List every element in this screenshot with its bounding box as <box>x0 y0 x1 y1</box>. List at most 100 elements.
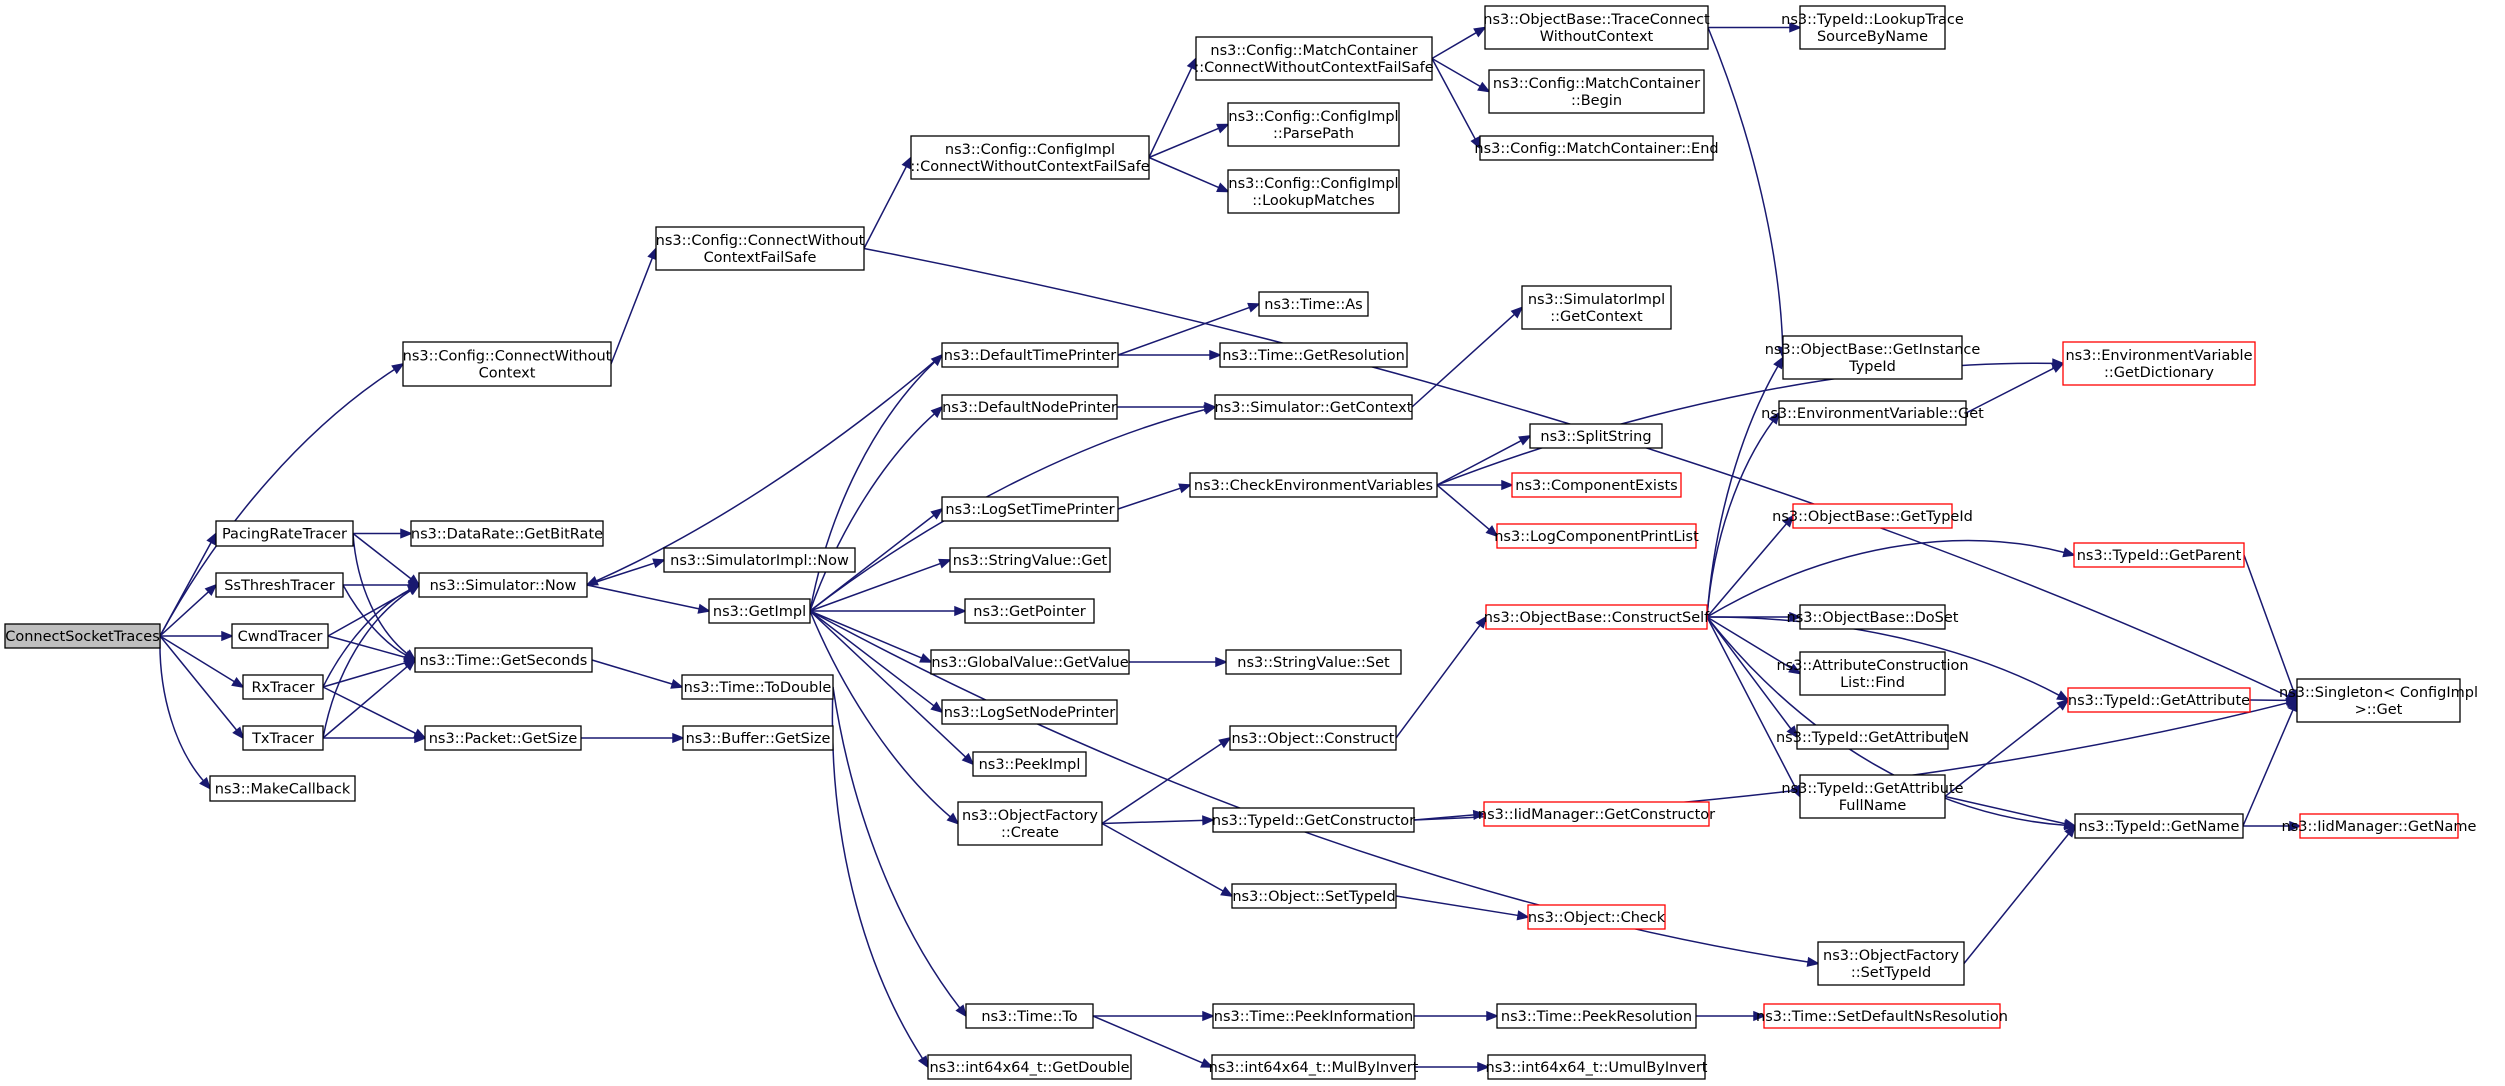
node-box <box>2062 341 2256 386</box>
node-box <box>414 647 593 673</box>
node-ofCreate[interactable]: ns3::ObjectFactory::Create <box>957 801 1103 846</box>
node-box <box>215 572 344 598</box>
node-envDict[interactable]: ns3::EnvironmentVariable::GetDictionary <box>2062 341 2256 386</box>
node-logSetTimePrinter[interactable]: ns3::LogSetTimePrinter <box>941 496 1119 522</box>
node-simGetContext[interactable]: ns3::Simulator::GetContext <box>1214 394 1413 420</box>
node-lookupMatches[interactable]: ns3::Config::ConfigImpl::LookupMatches <box>1227 169 1400 214</box>
node-bufGetSize[interactable]: ns3::Buffer::GetSize <box>682 725 834 751</box>
node-label: ns3::LogSetNodePrinter <box>944 705 1116 721</box>
node-box <box>2296 678 2461 723</box>
node-peekInfo[interactable]: ns3::Time::PeekInformation <box>1212 1003 1415 1029</box>
node-getAttrN[interactable]: ns3::TypeId::GetAttributeN <box>1776 724 1969 750</box>
node-doSet[interactable]: ns3::ObjectBase::DoSet <box>1787 604 1959 630</box>
node-setDefRes[interactable]: ns3::Time::SetDefaultNsResolution <box>1756 1003 2008 1029</box>
node-mcEnd[interactable]: ns3::Config::MatchContainer::End <box>1474 135 1719 161</box>
call-edge <box>322 583 421 739</box>
node-cwnd[interactable]: CwndTracer <box>231 623 329 649</box>
node-makeCb[interactable]: ns3::MakeCallback <box>209 775 356 802</box>
call-edge <box>1414 1061 1491 1073</box>
node-mulByInvert[interactable]: ns3::int64x64_t::MulByInvert <box>1209 1054 1419 1080</box>
node-iidGetCtor[interactable]: ns3::IidManager::GetConstructor <box>1478 801 1715 827</box>
node-strValSet[interactable]: ns3::StringValue::Set <box>1225 649 1402 675</box>
node-label: ns3::Object::Construct <box>1232 731 1395 747</box>
node-timeAs[interactable]: ns3::Time::As <box>1258 291 1369 317</box>
node-i64GetDouble[interactable]: ns3::int64x64_t::GetDouble <box>927 1054 1132 1080</box>
node-tidGetParent[interactable]: ns3::TypeId::GetParent <box>2073 542 2245 568</box>
node-mcBegin[interactable]: ns3::Config::MatchContainer::Begin <box>1488 69 1705 114</box>
node-tx[interactable]: TxTracer <box>242 725 324 751</box>
call-edge <box>1706 616 2070 701</box>
node-objCheck[interactable]: ns3::Object::Check <box>1527 904 1666 930</box>
node-envGet[interactable]: ns3::EnvironmentVariable::Get <box>1761 400 1984 426</box>
node-ssthresh[interactable]: SsThreshTracer <box>215 572 344 598</box>
node-label: ns3::Time::ToDouble <box>684 680 832 696</box>
call-edge <box>809 507 944 612</box>
node-tidGetAttr[interactable]: ns3::TypeId::GetAttribute <box>2067 687 2251 713</box>
node-pacing[interactable]: PacingRateTracer <box>215 520 354 547</box>
node-tidGetCtor[interactable]: ns3::TypeId::GetConstructor <box>1212 807 1415 833</box>
node-label: ns3::GlobalValue::GetValue <box>931 655 1128 671</box>
node-defNodePrinter[interactable]: ns3::DefaultNodePrinter <box>941 394 1118 420</box>
node-iidGetName[interactable]: ns3::IidManager::GetName <box>2282 813 2477 839</box>
node-pktGetSize[interactable]: ns3::Packet::GetSize <box>424 725 582 751</box>
node-rx[interactable]: RxTracer <box>242 674 324 700</box>
node-singletonGet[interactable]: ns3::Singleton< ConfigImpl >::Get <box>2279 678 2478 723</box>
node-getImpl[interactable]: ns3::GetImpl <box>708 598 811 624</box>
call-edge <box>1101 815 1216 826</box>
node-ofSetTypeId[interactable]: ns3::ObjectFactory::SetTypeId <box>1817 941 1965 986</box>
node-label: FullName <box>1839 798 1907 814</box>
node-label: List::Find <box>1840 675 1905 691</box>
node-timeTo[interactable]: ns3::Time::To <box>965 1003 1094 1029</box>
node-tidGetName[interactable]: ns3::TypeId::GetName <box>2074 813 2244 839</box>
node-root[interactable]: ConnectSocketTraces <box>4 623 161 649</box>
node-box <box>1484 5 1709 50</box>
node-box <box>1529 423 1663 449</box>
node-defTimePrinter[interactable]: ns3::DefaultTimePrinter <box>941 342 1119 368</box>
call-edge <box>1148 123 1230 159</box>
node-peekImpl[interactable]: ns3::PeekImpl <box>972 751 1087 777</box>
node-label: TxTracer <box>251 731 314 747</box>
node-simImplGetContext[interactable]: ns3::SimulatorImpl::GetContext <box>1521 285 1672 330</box>
node-label: ns3::int64x64_t::GetDouble <box>929 1060 1129 1076</box>
call-edge <box>322 584 421 688</box>
node-objSetTypeId[interactable]: ns3::Object::SetTypeId <box>1231 883 1397 909</box>
node-label: ns3::EnvironmentVariable <box>2065 348 2252 364</box>
node-peekRes[interactable]: ns3::Time::PeekResolution <box>1496 1003 1697 1029</box>
node-compExists[interactable]: ns3::ComponentExists <box>1511 472 1682 498</box>
node-logSetNodePrinter[interactable]: ns3::LogSetNodePrinter <box>941 699 1118 725</box>
node-label: Context <box>479 366 536 382</box>
node-toDouble[interactable]: ns3::Time::ToDouble <box>681 674 834 700</box>
node-objConstruct[interactable]: ns3::Object::Construct <box>1229 725 1397 751</box>
node-implFailSafe[interactable]: ns3::Config::ConfigImpl::ConnectWithoutC… <box>910 135 1150 180</box>
node-strValGet[interactable]: ns3::StringValue::Get <box>949 547 1111 573</box>
node-cfgConnect[interactable]: ns3::Config::ConnectWithoutContext <box>402 341 612 387</box>
node-traceConnect[interactable]: ns3::ObjectBase::TraceConnectWithoutCont… <box>1483 5 1710 50</box>
node-umulByInvert[interactable]: ns3::int64x64_t::UmulByInvert <box>1486 1054 1708 1080</box>
node-getResolution[interactable]: ns3::Time::GetResolution <box>1219 342 1408 368</box>
node-simNow[interactable]: ns3::Simulator::Now <box>418 572 588 598</box>
node-box <box>910 135 1150 180</box>
node-box <box>1211 1054 1416 1080</box>
node-parsePath[interactable]: ns3::Config::ConfigImpl::ParsePath <box>1227 102 1400 147</box>
node-simImplNow[interactable]: ns3::SimulatorImpl::Now <box>663 547 856 573</box>
node-cfgFailSafe[interactable]: ns3::Config::ConnectWithoutContextFailSa… <box>655 226 865 271</box>
node-label: ns3::Config::ConfigImpl <box>945 142 1115 158</box>
call-edge <box>1707 27 1788 360</box>
node-getBitRate[interactable]: ns3::DataRate::GetBitRate <box>410 520 604 547</box>
node-obGetTypeId[interactable]: ns3::ObjectBase::GetTypeId <box>1772 503 1973 529</box>
node-box <box>1527 904 1666 930</box>
node-mcFailSafe[interactable]: ns3::Config::MatchContainer::ConnectWith… <box>1194 36 1434 81</box>
node-gvGetValue[interactable]: ns3::GlobalValue::GetValue <box>930 649 1130 675</box>
node-label: ns3::Time::To <box>981 1009 1077 1025</box>
node-getSeconds[interactable]: ns3::Time::GetSeconds <box>414 647 593 673</box>
node-splitString[interactable]: ns3::SplitString <box>1529 423 1663 449</box>
node-checkEnv[interactable]: ns3::CheckEnvironmentVariables <box>1189 472 1438 498</box>
node-logCompPrint[interactable]: ns3::LogComponentPrintList <box>1494 523 1699 549</box>
node-getPointer[interactable]: ns3::GetPointer <box>964 598 1095 624</box>
node-box <box>1511 472 1682 498</box>
node-constructSelf[interactable]: ns3::ObjectBase::ConstructSelf <box>1484 604 1710 630</box>
